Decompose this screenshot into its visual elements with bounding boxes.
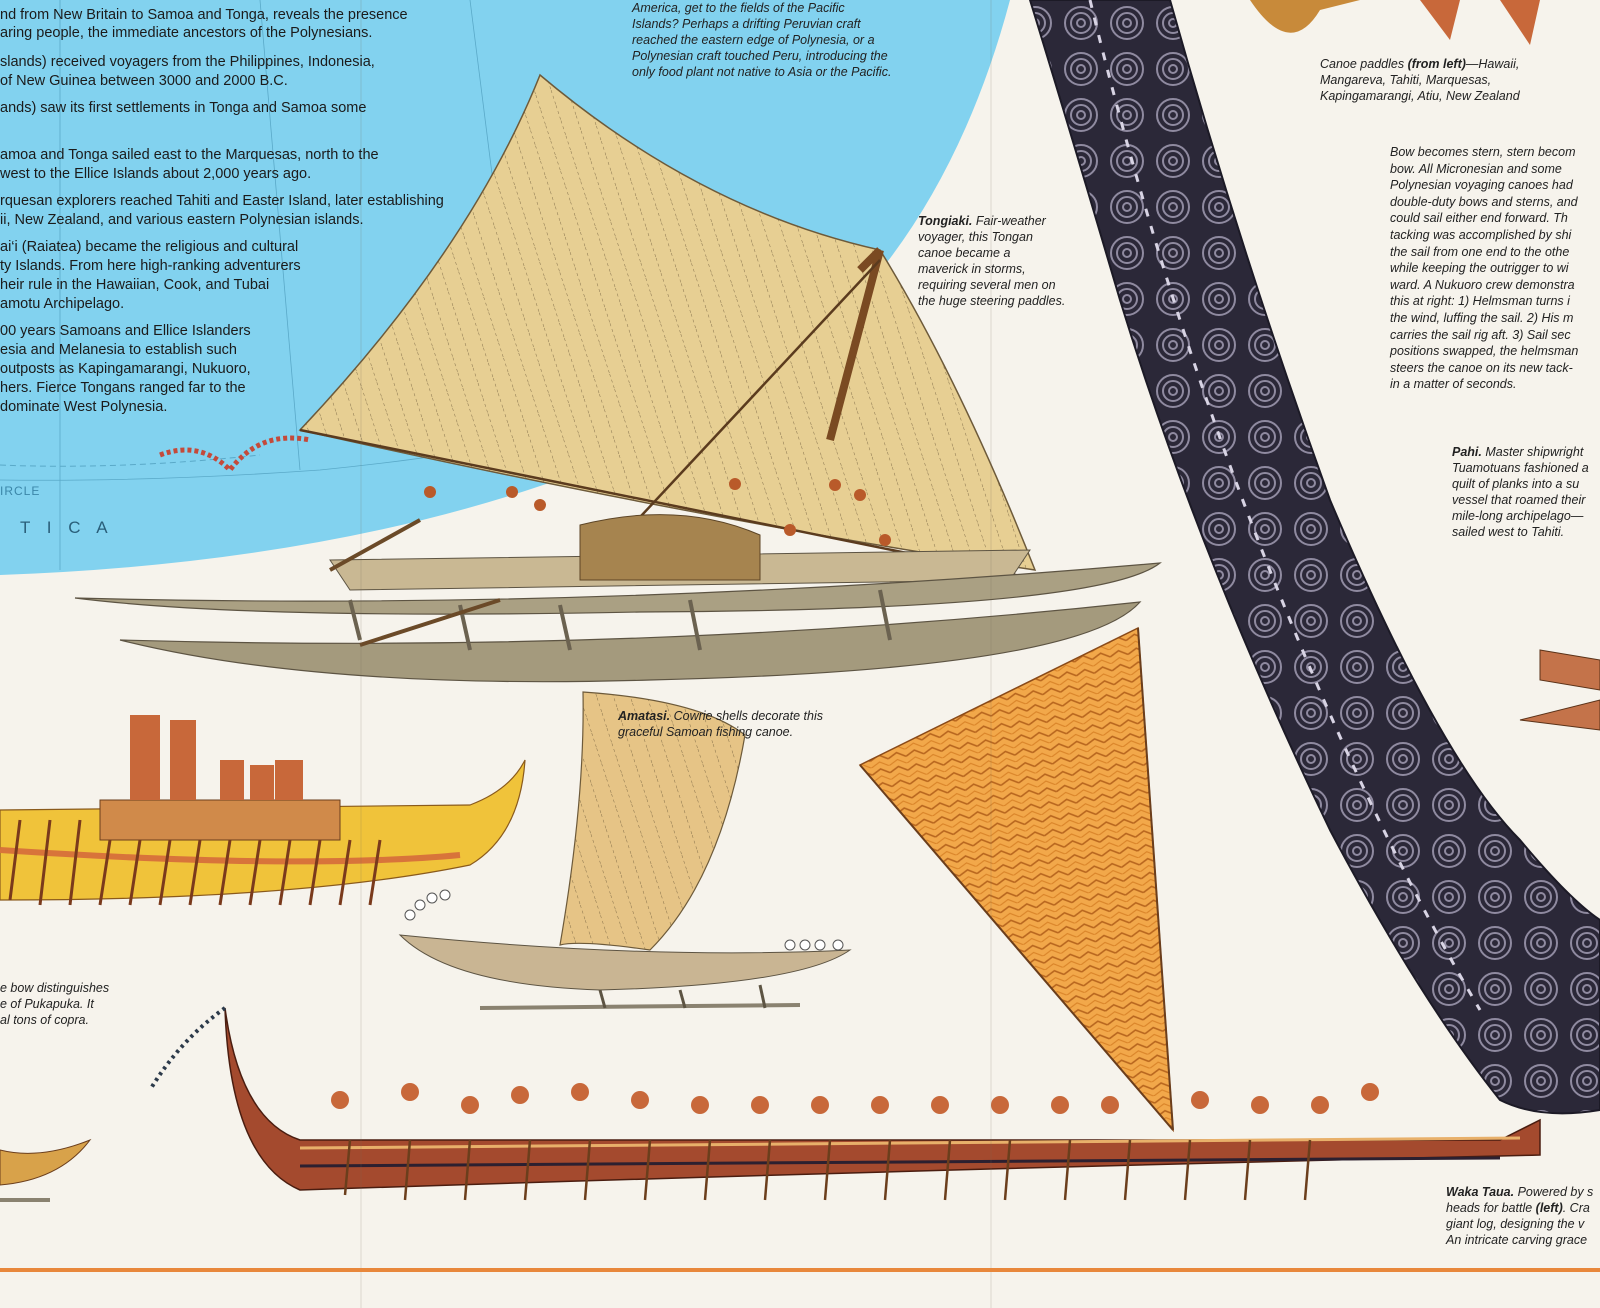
caption-line: mile-long archipelago— [1452, 509, 1584, 523]
caption-line: reached the eastern edge of Polynesia, o… [632, 33, 875, 47]
amatasi-canoe [398, 691, 852, 1010]
waka-taua-canoe [148, 626, 1541, 1201]
caption-line: steers the canoe on its new tack- [1390, 360, 1573, 375]
caption-line: in a matter of seconds. [1390, 377, 1517, 392]
caption-line: al tons of copra. [0, 1013, 89, 1027]
bottom-rule [0, 1268, 1600, 1272]
intro-line: aring people, the immediate ancestors of… [0, 25, 373, 41]
intro-line: esia and Melanesia to establish such [0, 342, 237, 358]
peru-caption: America, get to the fields of the Pacifi… [632, 0, 891, 80]
pahi-title: Pahi. [1452, 445, 1482, 459]
intro-line: heir rule in the Hawaiian, Cook, and Tub… [0, 277, 270, 293]
caption-line: maverick in storms, [918, 262, 1026, 276]
intro-line: 00 years Samoans and Ellice Islanders [0, 323, 251, 339]
intro-line: ty Islands. From here high-ranking adven… [0, 258, 301, 274]
caption-line: could sail either end forward. Th [1390, 211, 1568, 226]
caption-line: Bow becomes stern, stern becom [1390, 145, 1576, 159]
caption-line: e bow distinguishes [0, 981, 110, 995]
caption-line: double-duty bows and sterns, and [1390, 194, 1578, 209]
caption-line: e of Pukapuka. It [0, 997, 94, 1011]
fold-line-left [360, 0, 362, 1308]
caption-line: bow. All Micronesian and some [1390, 161, 1562, 176]
amatasi-title: Amatasi. [618, 709, 671, 723]
caption-line: Mangareva, Tahiti, Marquesas, [1320, 73, 1492, 87]
caption-line: Polynesian craft touched Peru, introduci… [632, 49, 888, 63]
intro-line: slands) received voyagers from the Phili… [0, 54, 375, 70]
caption-line: voyager, this Tongan [918, 230, 1033, 244]
intro-line: nd from New Britain to Samoa and Tonga, … [0, 7, 408, 23]
caption-line: giant log, designing the v [1446, 1217, 1585, 1231]
caption-line: Kapingamarangi, Atiu, New Zealand [1320, 89, 1520, 103]
caption-line: Tuamotuans fashioned a [1452, 461, 1589, 475]
intro-line: ands) saw its first settlements in Tonga… [0, 100, 367, 116]
caption-line: only food plant not native to Asia or th… [632, 65, 892, 79]
map-label-antarctica: T I C A [20, 518, 114, 537]
fold-line-center [990, 0, 992, 1308]
tongiaki-caption: Tongiaki. Fair-weather voyager, this Ton… [918, 214, 1066, 308]
pukapuka-caption: e bow distinguishes e of Pukapuka. It al… [0, 980, 109, 1028]
intro-line: amotu Archipelago. [0, 296, 125, 312]
intro-line: outposts as Kapingamarangi, Nukuoro, [0, 361, 251, 377]
caption-line: tacking was accomplished by shi [1390, 227, 1572, 242]
caption-line: An intricate carving grace [1446, 1233, 1588, 1247]
caption-line: ward. A Nukuoro crew demonstra [1390, 277, 1575, 292]
caption-line: the sail from one end to the othe [1390, 244, 1570, 259]
intro-line: of New Guinea between 3000 and 2000 B.C. [0, 73, 288, 89]
caption-line: requiring several men on [918, 278, 1056, 292]
pahi-fragment [1519, 649, 1600, 731]
caption-line: quilt of planks into a su [1452, 477, 1580, 491]
caption-line: Polynesian voyaging canoes had [1390, 178, 1573, 193]
caption-line: carries the sail rig aft. 3) Sail sec [1390, 327, 1571, 342]
intro-line: hers. Fierce Tongans ranged far to the [0, 380, 246, 396]
caption-line: vessel that roamed their [1452, 493, 1586, 507]
caption-line: this at right: 1) Helmsman turns i [1390, 294, 1570, 309]
intro-line: amoa and Tonga sailed east to the Marque… [0, 147, 379, 163]
caption-line: positions swapped, the helmsman [1390, 344, 1579, 359]
caption-line: graceful Samoan fishing canoe. [618, 725, 794, 739]
pukapuka-canoe [0, 715, 526, 906]
amatasi-caption: Amatasi. Cowrie shells decorate this gra… [618, 709, 823, 739]
paddles-caption: Canoe paddles (from left)—Hawaii, Mangar… [1320, 57, 1520, 103]
caption-line: the wind, luffing the sail. 2) His m [1390, 310, 1574, 325]
tacking-caption: Bow becomes stern, stern becom bow. All … [1390, 144, 1578, 393]
intro-line: ii, New Zealand, and various eastern Pol… [0, 212, 364, 228]
carved-prow [1028, 0, 1600, 1115]
intro-line: dominate West Polynesia. [0, 399, 168, 415]
caption-line: sailed west to Tahiti. [1452, 525, 1565, 539]
intro-line: rquesan explorers reached Tahiti and Eas… [0, 193, 444, 209]
intro-line: ai‘i (Raiatea) became the religious and … [0, 239, 299, 255]
caption-line: the huge steering paddles. [918, 294, 1066, 308]
waka-taua-title: Waka Taua. [1446, 1185, 1515, 1199]
tongiaki-canoe [74, 73, 1162, 683]
caption-line: Islands? Perhaps a drifting Peruvian cra… [632, 17, 861, 31]
tongiaki-title: Tongiaki. [918, 214, 973, 228]
waka-taua-caption: Waka Taua. Powered by s heads for battle… [1446, 1185, 1594, 1247]
caption-line: America, get to the fields of the Pacifi… [632, 1, 845, 15]
intro-line: west to the Ellice Islands about 2,000 y… [0, 166, 312, 182]
map-label-circle: IRCLE [0, 484, 41, 498]
caption-line: while keeping the outrigger to wi [1390, 261, 1569, 276]
caption-line: canoe became a [918, 246, 1011, 260]
bottom-left-fragment [0, 1138, 92, 1202]
pahi-caption: Pahi. Master shipwright Tuamotuans fashi… [1452, 445, 1589, 539]
